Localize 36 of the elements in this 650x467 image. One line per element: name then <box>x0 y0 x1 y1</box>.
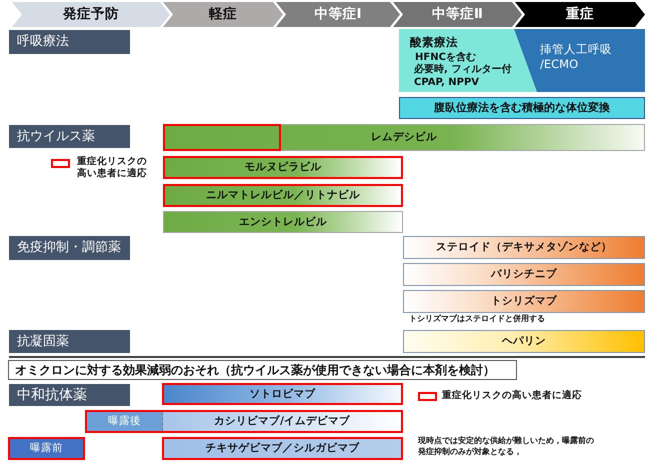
drug-bar: ソトロビマブ <box>162 383 403 405</box>
drug-label: カシリビマブ/イムデビマブ <box>214 415 350 428</box>
drug-bar: チキサゲビマブ／シルガビマブ <box>162 437 403 460</box>
drug-bar <box>163 124 645 151</box>
body-text: HFNCを含む <box>415 52 476 64</box>
drug-bar: バリシチニブ <box>403 263 645 286</box>
legend-label: 重症化リスクの高い患者に適応 <box>77 156 148 180</box>
drug-label: レムデシビル <box>371 131 437 144</box>
heading-text: 酸素療法 <box>410 36 458 50</box>
drug-bar: ニルマトレルビル／リトナビル <box>163 184 403 207</box>
drug-bar: ステロイド（デキサメタゾンなど） <box>403 236 645 259</box>
stage-banner: 軽症 <box>163 2 283 27</box>
category-header: 中和抗体薬 <box>9 384 130 406</box>
drug-bar <box>85 410 403 433</box>
stage-banner: 中等症Ⅰ <box>276 2 400 27</box>
highlight-frame <box>163 124 281 151</box>
body-text: 必要時, フィルター付 CPAP, NPPV <box>414 64 512 89</box>
drug-bar: モルヌピラビル <box>163 156 403 179</box>
timing-tag: 曝露前 <box>8 437 85 460</box>
therapy-bar: 腹臥位療法を含む積極的な体位変換 <box>399 97 645 119</box>
drug-bar: トシリズマブ <box>403 290 645 313</box>
legend-label: 重症化リスクの高い患者に適応 <box>442 390 582 402</box>
stage-banner: 中等症Ⅱ <box>393 2 522 27</box>
stage-banner: 発症予防 <box>12 2 170 27</box>
category-header: 抗ウイルス薬 <box>9 125 130 148</box>
category-header: 抗凝固薬 <box>9 330 130 353</box>
note-text: トシリズマブはステロイドと併用する <box>409 314 545 324</box>
therapy-label: 挿管人工呼吸 /ECMO <box>540 42 612 72</box>
note-box: オミクロンに対する効果減弱のおそれ（抗ウイルス薬が使用できない場合に本剤を検討） <box>8 360 517 380</box>
category-header: 免疫抑制・調節薬 <box>9 236 130 260</box>
timing-tag: 曝露後 <box>87 412 163 431</box>
drug-bar: エンシトレルビル <box>163 211 403 233</box>
category-header: 呼吸療法 <box>9 30 130 54</box>
footnote-text: 現時点では安定的な供給が難しいため，曝露前の発症抑制のみが対象となる， <box>418 435 595 457</box>
drug-bar: ヘパリン <box>403 330 645 353</box>
stage-banner: 重症 <box>515 2 645 27</box>
